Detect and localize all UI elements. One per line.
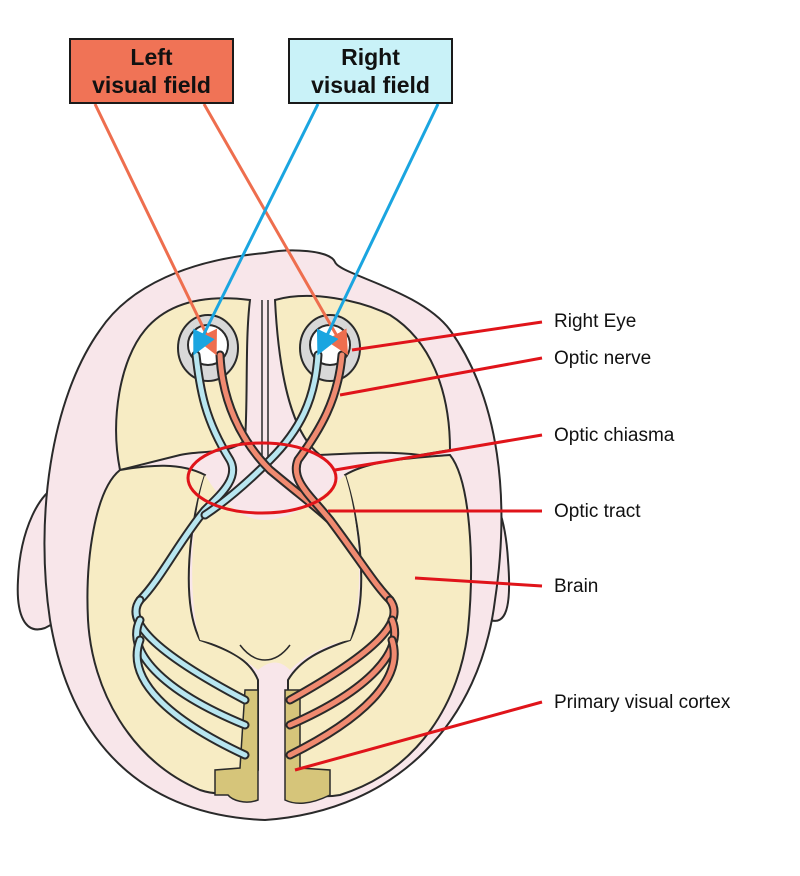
left-field-arrow-to-right-eye (202, 103, 348, 356)
cerebellum-notch (239, 644, 291, 661)
label-optic-chiasma: Optic chiasma (554, 425, 675, 446)
right-visual-field-box: Right visual field (288, 38, 453, 104)
left-field-pathway (215, 350, 400, 760)
left-field-arrow-to-left-eye (93, 103, 217, 356)
left-box-line1: Left (130, 44, 173, 70)
pointer-primary-visual-cortex (294, 700, 543, 772)
optic-chiasma-highlight (186, 441, 338, 515)
light-ray-arrows (93, 103, 440, 356)
left-visual-field-box: Left visual field (69, 38, 234, 104)
pointer-lines (294, 320, 543, 772)
blue-radiations (131, 595, 250, 760)
red-radiations (285, 595, 400, 760)
label-brain: Brain (554, 576, 599, 597)
right-field-arrow-to-left-eye (193, 103, 320, 356)
right-field-pathway (131, 350, 323, 760)
pointer-optic-nerve (339, 356, 543, 397)
label-optic-tract: Optic tract (554, 501, 641, 522)
pointer-optic-chiasma (334, 433, 543, 472)
label-optic-nerve: Optic nerve (554, 348, 652, 369)
label-primary-visual-cortex: Primary visual cortex (554, 692, 731, 713)
right-field-arrow-to-right-eye (316, 103, 440, 356)
left-box-line2: visual field (92, 72, 211, 98)
midbrain (192, 475, 360, 670)
label-right-eye: Right Eye (554, 311, 637, 332)
right-box-line2: visual field (311, 72, 430, 98)
right-box-line1: Right (341, 44, 400, 70)
pointer-brain (414, 576, 543, 588)
pointer-right-eye (351, 320, 543, 352)
left-visual-cortex (214, 689, 259, 803)
